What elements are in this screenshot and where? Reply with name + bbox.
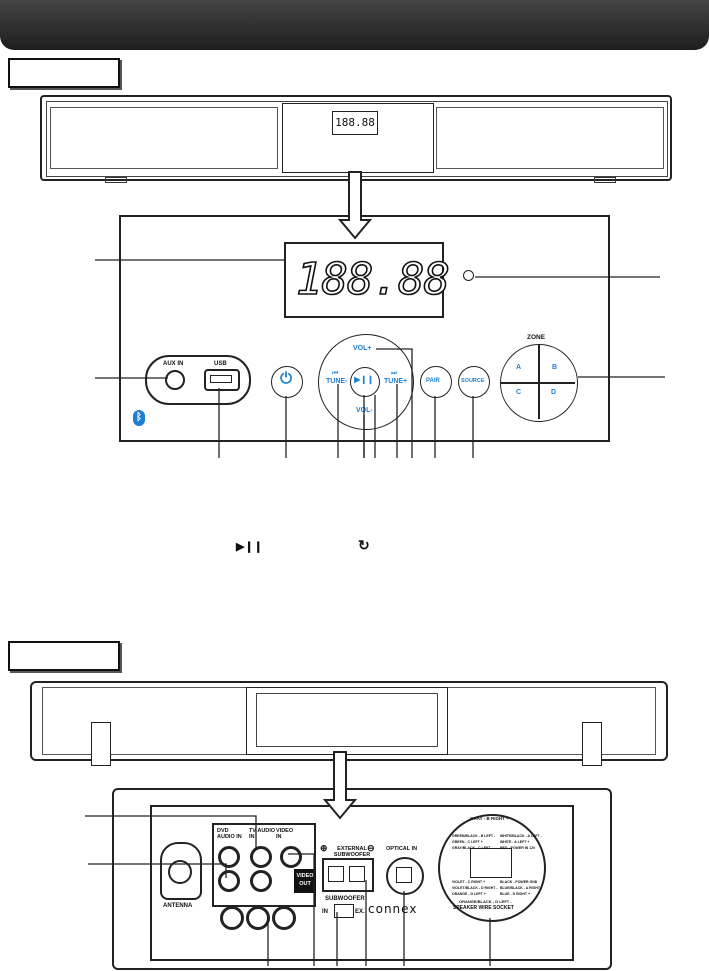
wire-left-2: GREEN - C LEFT + [452,840,483,844]
tv-audio-left-jack[interactable] [250,846,272,868]
rear-view-tag [8,641,120,671]
speaker-wire-socket-label: SPEAKER WIRE SOCKET [453,905,514,911]
wire-right-5: BLUE/BLACK - A RIGHT - [500,886,543,890]
wire-right-2: WHITE - A LEFT + [500,840,530,844]
led-display [284,242,444,318]
usb-port[interactable] [204,369,240,391]
wire-right-6: BLUE - D RIGHT + [500,892,531,896]
front-view-tag [8,58,120,88]
rca-audio-video-block [212,823,316,907]
wire-right-3: RED - POWER IN 12V [500,846,536,850]
source-button[interactable] [458,366,490,398]
ext-sub-terminal-block[interactable] [322,858,374,892]
zone-label: ZONE [527,334,546,341]
external-subwoofer-label: EXTERNAL SUBWOOFER [333,846,371,858]
source-label: SOURCE [461,378,485,384]
positive-icon: ⊕ [320,843,328,853]
tv-audio-right-jack[interactable] [250,870,272,892]
wire-left-3: GRAY/BLACK - C LEFT - [452,846,493,850]
rca-jack-lower-3[interactable] [272,906,296,930]
pair-label: PAIR [426,378,440,384]
zone-a-button[interactable]: A [516,364,522,371]
vol-up-button[interactable]: VOL+ [353,345,372,352]
dvd-audio-right-jack[interactable] [218,870,240,892]
ir-sensor-icon [463,270,474,281]
soundbar-rear-thumbnail [30,681,668,761]
rear-panel-outer [112,788,612,970]
wall-mount-right [582,722,602,766]
wire-left-5: VIOLET/BLACK - D RIGHT - [452,886,498,890]
power-button[interactable] [271,366,303,398]
wire-left-6: ORANGE - D LEFT + [452,892,486,896]
zone-b-button[interactable]: B [552,364,558,371]
pair-button[interactable] [420,366,452,398]
rca-jack-lower-1[interactable] [220,906,244,930]
dvd-audio-left-jack[interactable] [218,846,240,868]
optical-in-port[interactable] [386,857,424,895]
negative-icon: ⊖ [367,843,375,853]
display-digits: 188.88 [295,253,451,306]
video-in-label: VIDEO IN [276,828,294,840]
aux-in-jack[interactable] [165,370,185,390]
antenna-label: ANTENNA [163,903,193,909]
repeat-glyph: ↻ [358,537,370,553]
header-bar [0,0,709,50]
bluetooth-icon: ᛒ [133,410,145,426]
input-ports-group [145,355,251,405]
thumb-display: 188.88 [332,111,378,135]
subwoofer-switch-label: SUBWOOFER [325,896,365,902]
play-pause-glyph: ▶❙❙ [236,541,263,553]
sub-in-label: IN [322,909,328,915]
video-in-jack[interactable] [280,846,302,868]
next-track-icon: ⏭ [391,370,398,377]
rear-panel-inner [150,805,574,961]
antenna-connector[interactable] [160,842,202,900]
video-out-badge: VIDEO OUT [294,869,316,893]
soundbar-front-thumbnail: 188.88 [40,95,672,181]
zone-d-button[interactable]: D [551,389,557,396]
wire-left-1: GREEN/BLACK - B LEFT - [452,834,496,838]
tv-audio-in-label: TV AUDIO IN [249,828,276,840]
nav-ring [318,334,414,430]
tune-down-button[interactable]: TUNE- [326,378,348,385]
wire-orange-black-label: ORANGE/BLACK - D LEFT - [459,899,512,904]
wire-left-4: VIOLET - C RIGHT + [452,880,486,884]
wall-mount-left [91,722,111,766]
aux-in-label: AUX IN [163,361,184,367]
rca-jack-lower-2[interactable] [246,906,270,930]
usb-label: USB [214,361,227,367]
speaker-wire-socket-zoom [438,814,546,922]
wire-gray-label: GRAY - B RIGHT + [470,816,509,821]
speaker-wire-socket[interactable] [470,848,512,878]
zone-c-button[interactable]: C [516,389,522,396]
tune-up-button[interactable]: TUNE+ [384,378,408,385]
play-pause-button[interactable] [350,367,380,397]
power-icon: ⏻ [280,370,292,387]
dvd-audio-in-label: DVD AUDIO IN [217,828,242,840]
optical-in-label: OPTICAL IN [386,846,418,852]
wire-right-4: BLACK - POWER GND [500,880,538,884]
sub-ex-label: EX. [355,909,365,915]
prev-track-icon: ⏮ [332,370,339,377]
play-pause-icon: ▶❙❙ [354,375,374,384]
subwoofer-switch[interactable] [334,904,354,918]
wire-right-1: WHITE/BLACK - A LEFT - [500,834,542,838]
